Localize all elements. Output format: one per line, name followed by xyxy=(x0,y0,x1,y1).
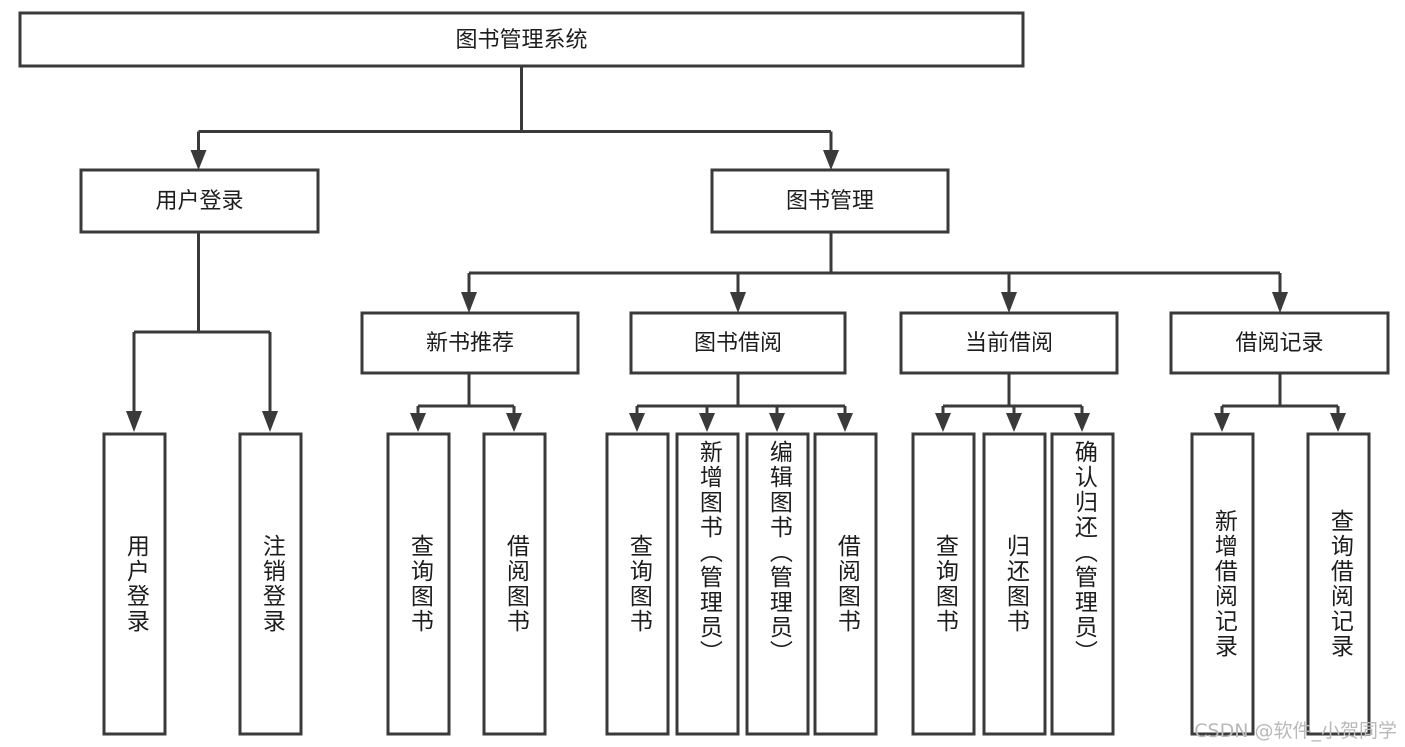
node-root-box[interactable] xyxy=(18,11,1025,68)
leaf-boxes xyxy=(102,432,1371,736)
node-book-borrow-box[interactable] xyxy=(629,311,847,375)
node-user-login-box[interactable] xyxy=(79,168,320,234)
node-new-book-recommend[interactable]: 新书推荐 xyxy=(360,311,580,375)
leaf-box-query-book-2[interactable] xyxy=(605,432,670,736)
leaf-box-query-book-3[interactable] xyxy=(911,432,976,736)
node-book-borrow-label: 图书借阅 xyxy=(694,331,782,356)
node-new-book-recommend-box[interactable] xyxy=(360,311,580,375)
node-book-borrow[interactable]: 图书借阅 xyxy=(629,311,847,375)
leaf-box-logout[interactable] xyxy=(238,432,303,736)
connector-borrow-to-leaves xyxy=(629,373,853,432)
csdn-watermark: CSDN @软件_小贺同学 xyxy=(1194,720,1397,742)
leaf-box-add-record[interactable] xyxy=(1190,432,1255,736)
node-root[interactable]: 图书管理系统 xyxy=(18,11,1025,68)
leaf-box-query-record[interactable] xyxy=(1306,432,1371,736)
leaf-box-edit-book-admin[interactable] xyxy=(745,432,810,736)
leaf-box-borrow-book-1[interactable] xyxy=(482,432,547,736)
node-user-login-label: 用户登录 xyxy=(155,189,243,214)
leaf-box-add-book-admin[interactable] xyxy=(675,432,740,736)
connector-current-to-leaves xyxy=(935,373,1090,432)
node-book-management-label: 图书管理 xyxy=(786,189,874,214)
leaf-box-borrow-book-2[interactable] xyxy=(813,432,878,736)
leaf-box-confirm-return-admin[interactable] xyxy=(1050,432,1115,736)
node-current-borrow-box[interactable] xyxy=(899,311,1119,375)
node-root-label: 图书管理系统 xyxy=(455,28,587,53)
connector-newbook-to-leaves xyxy=(410,373,522,432)
connector-userlogin-to-leaves xyxy=(126,232,278,432)
connector-bookmgmt-to-level3 xyxy=(461,232,1288,313)
node-current-borrow-label: 当前借阅 xyxy=(965,331,1053,356)
leaf-box-return-book[interactable] xyxy=(982,432,1047,736)
connector-root-to-level2 xyxy=(190,66,839,170)
node-borrow-records-label: 借阅记录 xyxy=(1235,331,1323,356)
node-book-management-box[interactable] xyxy=(710,168,950,234)
node-book-management[interactable]: 图书管理 xyxy=(710,168,950,234)
connector-records-to-leaves xyxy=(1214,373,1346,432)
node-borrow-records[interactable]: 借阅记录 xyxy=(1169,311,1390,375)
node-borrow-records-box[interactable] xyxy=(1169,311,1390,375)
node-user-login[interactable]: 用户登录 xyxy=(79,168,320,234)
node-current-borrow[interactable]: 当前借阅 xyxy=(899,311,1119,375)
node-new-book-recommend-label: 新书推荐 xyxy=(426,331,514,356)
leaf-box-user-login[interactable] xyxy=(102,432,167,736)
leaf-box-query-book-1[interactable] xyxy=(386,432,451,736)
